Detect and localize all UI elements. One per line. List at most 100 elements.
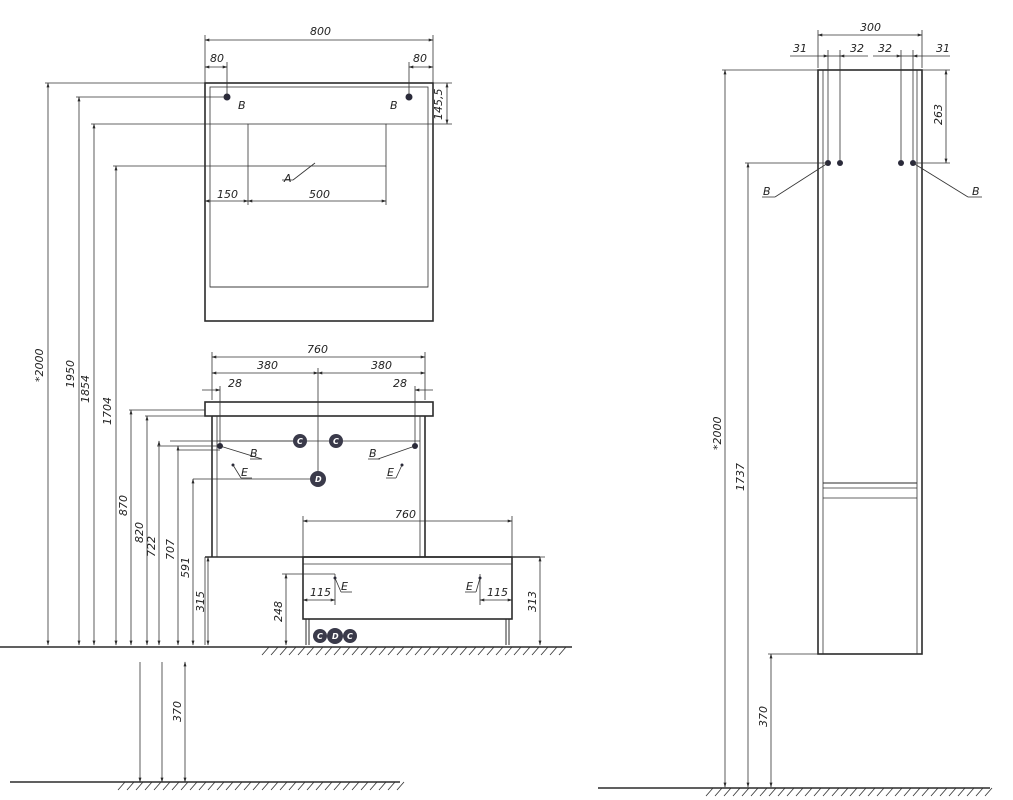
lower-unit-view: 760 115 115 E E 248 313 C D C bbox=[272, 508, 545, 646]
floor-hatch-line bbox=[243, 781, 252, 791]
dim-height-707: 707 bbox=[164, 539, 177, 560]
badge-c-label: C bbox=[317, 632, 323, 641]
floor-hatch-line bbox=[468, 646, 477, 656]
mirror-label-b-left: B bbox=[238, 99, 246, 112]
mirror-hatched-area bbox=[247, 123, 387, 167]
floor-hatch-line bbox=[495, 646, 504, 656]
floor-hatch-line bbox=[207, 781, 216, 791]
countertop bbox=[204, 401, 434, 417]
dim-height-591: 591 bbox=[179, 557, 192, 578]
lower-label-e-left: E bbox=[341, 580, 348, 593]
floor-hatch-line bbox=[714, 787, 723, 797]
floor-hatch-line bbox=[477, 646, 486, 656]
dim-column-height-total: *2000 bbox=[711, 417, 724, 451]
floor-hatch-line bbox=[261, 781, 270, 791]
dim-cabinet-half-left: 380 bbox=[257, 359, 278, 372]
floor-hatch-line bbox=[378, 781, 387, 791]
dim-height-total: *2000 bbox=[33, 349, 46, 383]
dim-column-edge-left: 31 bbox=[793, 42, 807, 55]
badge-d-label: D bbox=[315, 475, 322, 484]
floor-hatch-line bbox=[261, 646, 270, 656]
left-height-dimensions: *2000 1950 1854 1704 bbox=[33, 82, 248, 646]
floor-hatch-line bbox=[306, 646, 315, 656]
lower-label-e-right: E bbox=[466, 580, 473, 593]
floor-hatch-line bbox=[153, 781, 162, 791]
dim-height-820: 820 bbox=[133, 522, 146, 543]
floor-hatch-line bbox=[732, 787, 741, 797]
floor-hatch-line bbox=[351, 646, 360, 656]
mirror-outline bbox=[204, 82, 434, 322]
floor-hatch-line bbox=[198, 781, 207, 791]
floor-hatch-line bbox=[540, 646, 549, 656]
floor-hatch-line bbox=[840, 787, 849, 797]
bottom-left-dimension: 370 bbox=[10, 661, 405, 791]
floor-hatch-line bbox=[432, 646, 441, 656]
dim-lower-edge-left: 115 bbox=[310, 586, 331, 599]
mounting-point-icon bbox=[837, 160, 843, 166]
floor-hatch-line bbox=[270, 646, 279, 656]
dim-cabinet-edge-left: 28 bbox=[228, 377, 242, 390]
mirror-view: B B A 800 80 80 145,5 150 500 bbox=[204, 25, 452, 322]
cabinet-label-b-right: B bbox=[369, 447, 377, 460]
floor-hatch-line bbox=[867, 787, 876, 797]
floor-hatch-line bbox=[759, 787, 768, 797]
dim-height-248: 248 bbox=[272, 601, 285, 622]
floor-hatch-line bbox=[252, 781, 261, 791]
floor-hatch-line bbox=[723, 787, 732, 797]
floor-hatch-line bbox=[894, 787, 903, 797]
floor-hatch-line bbox=[831, 787, 840, 797]
dim-height-870: 870 bbox=[117, 495, 130, 516]
floor-hatch-line bbox=[975, 787, 984, 797]
dim-mirror-left-offset: 80 bbox=[210, 52, 224, 65]
dim-mirror-width: 800 bbox=[310, 25, 331, 38]
mounting-point-icon bbox=[405, 93, 413, 101]
floor-hatch-line bbox=[741, 787, 750, 797]
floor-hatch-line bbox=[315, 781, 324, 791]
floor-hatch-line bbox=[849, 787, 858, 797]
floor-hatch-line bbox=[342, 646, 351, 656]
column-label-b-right: B bbox=[972, 185, 980, 198]
floor-hatch-line bbox=[522, 646, 531, 656]
badge-c-label: C bbox=[347, 632, 353, 641]
floor-hatch-line bbox=[984, 787, 993, 797]
floor-hatch-line bbox=[549, 646, 558, 656]
floor-hatch-line bbox=[279, 646, 288, 656]
floor-hatch-line bbox=[423, 646, 432, 656]
dim-lower-edge-right: 115 bbox=[487, 586, 508, 599]
floor-hatch-line bbox=[369, 781, 378, 791]
floor-hatch-line bbox=[948, 787, 957, 797]
cabinet-label-e-left: E bbox=[241, 466, 248, 479]
floor-hatch-line bbox=[288, 781, 297, 791]
floor-hatch-line bbox=[297, 781, 306, 791]
dim-column-top-gap: 263 bbox=[932, 104, 945, 125]
dim-height-1950: 1950 bbox=[64, 360, 77, 388]
floor-hatch-line bbox=[117, 781, 126, 791]
floor-hatch-line bbox=[795, 787, 804, 797]
floor-hatch-line bbox=[750, 787, 759, 797]
floor-hatch-line bbox=[777, 787, 786, 797]
floor-hatch-line bbox=[459, 646, 468, 656]
floor-hatch-line bbox=[297, 646, 306, 656]
badge-c-label: C bbox=[333, 437, 339, 446]
floor-hatch-line bbox=[234, 781, 243, 791]
floor-hatch-line bbox=[513, 646, 522, 656]
column-view: B B 300 31 32 32 31 263 *2000 173 bbox=[598, 21, 993, 797]
floor-hatch-line bbox=[360, 781, 369, 791]
point-c-badge bbox=[329, 434, 343, 448]
floor-hatch-line bbox=[378, 646, 387, 656]
mounting-point-icon bbox=[898, 160, 904, 166]
column-outline bbox=[817, 69, 923, 655]
floor-hatch-line bbox=[333, 781, 342, 791]
mirror-label-b-right: B bbox=[390, 99, 398, 112]
badge-c-label: C bbox=[297, 437, 303, 446]
floor-left bbox=[0, 646, 572, 656]
floor-hatch-line bbox=[531, 646, 540, 656]
floor-hatch-line bbox=[324, 646, 333, 656]
floor-hatch-line bbox=[216, 781, 225, 791]
floor-hatch-line bbox=[558, 646, 567, 656]
dim-lower-width: 760 bbox=[395, 508, 416, 521]
mirror-label-a: A bbox=[283, 172, 292, 185]
floor-hatch-line bbox=[441, 646, 450, 656]
dim-cabinet-half-right: 380 bbox=[371, 359, 392, 372]
